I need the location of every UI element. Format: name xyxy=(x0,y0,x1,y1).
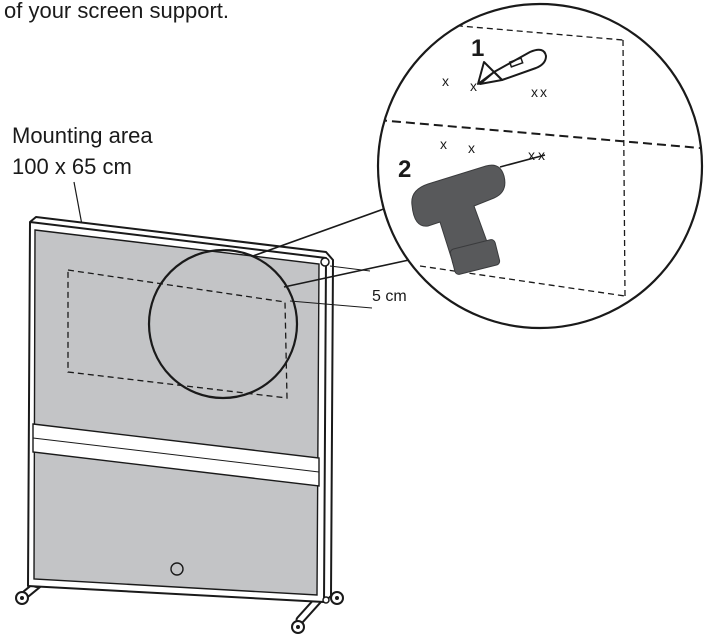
mounting-area-outline xyxy=(67,269,288,399)
hole-mark: x xyxy=(538,147,545,163)
hole-mark: x xyxy=(440,136,447,152)
margin-label: 5 cm xyxy=(372,288,407,305)
front-foot-right xyxy=(291,595,323,634)
hole-mark: x xyxy=(540,84,547,100)
detail-view: x x x x x x x x 1 2 xyxy=(376,2,704,330)
mounting-area-title: Mounting area xyxy=(12,123,153,148)
screen-support xyxy=(15,216,344,634)
hole-mark: x xyxy=(468,140,475,156)
step-number: 1 xyxy=(471,35,484,62)
detail-circle-small xyxy=(147,248,299,400)
step-number: 2 xyxy=(398,156,411,183)
rear-caster-right xyxy=(330,591,344,605)
panel-ring xyxy=(170,562,184,576)
mounting-area-size: 100 x 65 cm xyxy=(12,154,132,179)
hole-mark: x xyxy=(442,73,449,89)
detail-connector-top xyxy=(252,205,393,257)
utility-knife-icon xyxy=(477,48,547,85)
intro-caption: of your screen support. xyxy=(4,0,229,23)
hole-mark: x xyxy=(528,147,535,163)
hole-mark: x xyxy=(531,84,538,100)
hole-mark: x xyxy=(470,78,477,94)
fabric-panel xyxy=(33,229,320,596)
power-drill-icon xyxy=(411,154,546,275)
